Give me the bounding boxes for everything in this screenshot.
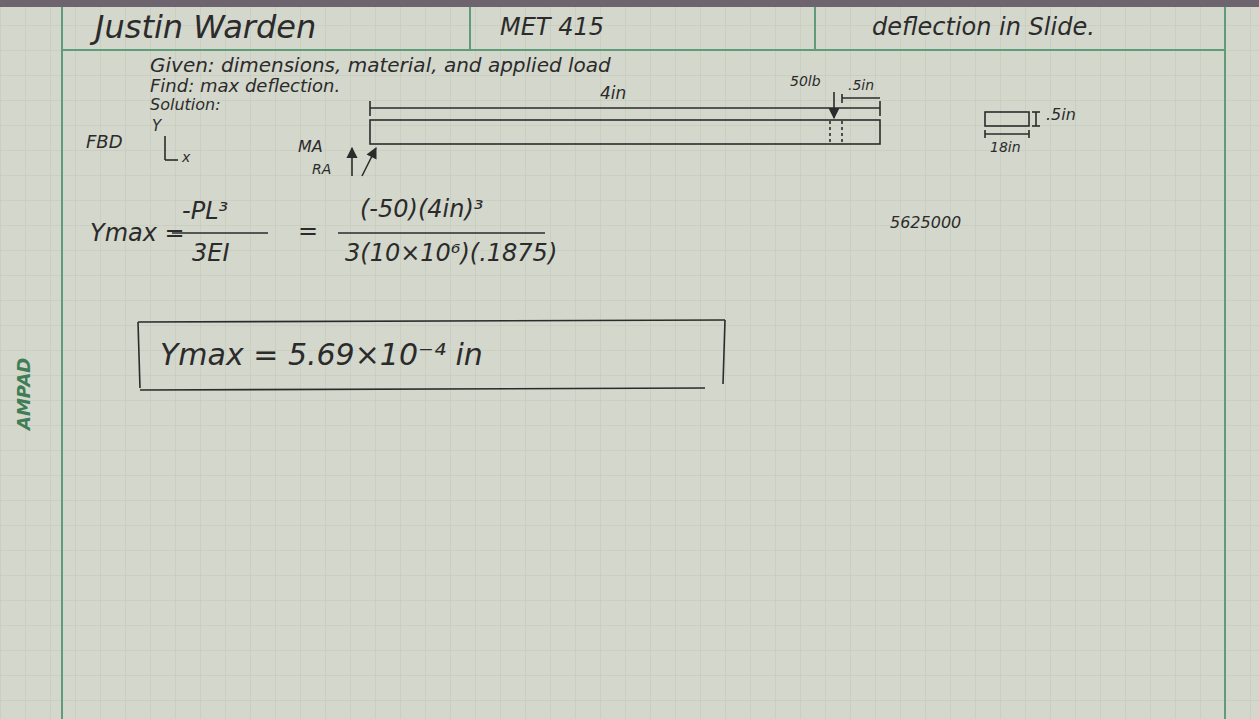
given-note: Given: dimensions, material, and applied… [150, 54, 611, 76]
fabric-strip [0, 0, 1259, 7]
author-name: Justin Warden [95, 10, 316, 45]
moment-label: MA [298, 138, 323, 156]
equation-term: -PL³ [182, 198, 228, 224]
find-note: Find: max deflection. [150, 76, 340, 96]
course-code: MET 415 [500, 14, 604, 40]
dimension-label: .5in [1046, 106, 1076, 124]
equation-term: Ymax = [90, 220, 185, 246]
brand-mark: AMPAD [14, 358, 34, 430]
dimension-label: .5in [848, 78, 874, 93]
reaction-label: RA [312, 162, 331, 177]
axis-label: x [182, 150, 190, 165]
equation-term: = [298, 218, 318, 244]
fbd-label: FBD [86, 132, 123, 152]
beam [370, 120, 880, 144]
load-label: 50lb [790, 74, 821, 89]
axis-label: Y [152, 118, 161, 135]
answer: Ymax = 5.69×10⁻⁴ in [160, 338, 483, 371]
dimension-label: 4in [600, 84, 626, 103]
problem-title: deflection in Slide. [872, 14, 1095, 40]
equation-term: 3EI [192, 240, 230, 266]
scratch-number: 5625000 [890, 214, 961, 232]
equation-term: (-50)(4in)³ [360, 196, 483, 222]
solution-note: Solution: [150, 96, 221, 114]
dimension-label: 18in [990, 140, 1021, 155]
equation-term: 3(10×10⁶)(.1875) [345, 240, 557, 266]
sketch [138, 92, 1040, 390]
margin-lines [62, 7, 1225, 719]
